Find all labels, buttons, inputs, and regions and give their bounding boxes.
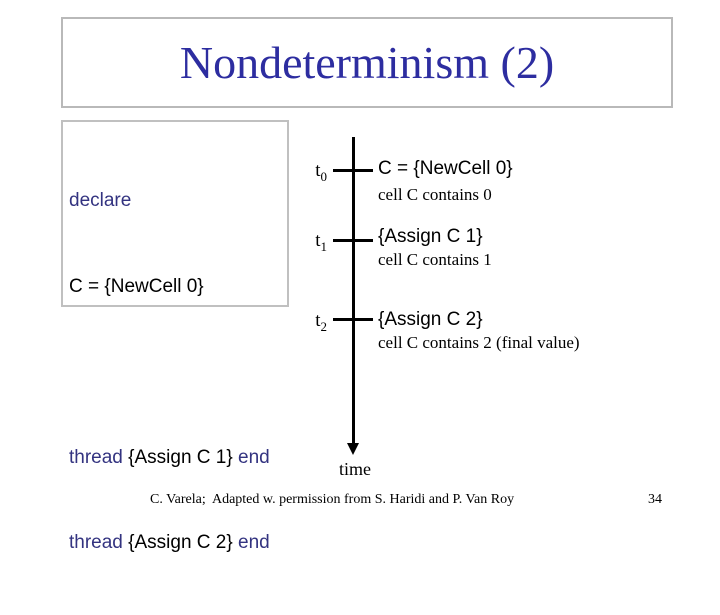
- timeline-tick-t1: [333, 239, 373, 242]
- code-box: declare C = {NewCell 0} thread {Assign C…: [61, 120, 289, 553]
- t1-base: t: [315, 230, 321, 251]
- event-t0-note: cell C contains 0: [378, 185, 492, 204]
- event-t2-note: cell C contains 2 (final value): [378, 333, 580, 352]
- event-t2-code: {Assign C 2}: [378, 309, 483, 330]
- timeline-axis-line: [352, 137, 355, 445]
- event-t1-note: cell C contains 1: [378, 250, 492, 269]
- code-blank-line: [69, 358, 287, 387]
- code-line-thread-1: thread {Assign C 1} end: [69, 444, 287, 473]
- slide: Nondeterminism (2) declare C = {NewCell …: [61, 17, 673, 553]
- timeline-axis-label: time: [339, 459, 371, 479]
- t0-base: t: [315, 160, 321, 181]
- t0-subscript: 0: [320, 168, 328, 184]
- timeline-arrowhead-icon: [347, 443, 359, 455]
- code-line-thread-2: thread {Assign C 2} end: [69, 529, 287, 558]
- keyword-thread: thread: [69, 532, 123, 553]
- page-title: Nondeterminism (2): [179, 37, 555, 88]
- event-t1-code: {Assign C 1}: [378, 226, 483, 247]
- keyword-end: end: [238, 532, 270, 553]
- t2-subscript: 2: [320, 318, 328, 334]
- footer-credit: C. Varela; Adapted w. permission from S.…: [150, 492, 515, 507]
- code-line-declare: declare: [69, 187, 287, 216]
- t2-base: t: [315, 310, 321, 331]
- timeline-label-t0: t0: [299, 160, 327, 185]
- keyword-thread: thread: [69, 446, 123, 468]
- t1-subscript: 1: [320, 238, 328, 254]
- thread-2-body: {Assign C 2}: [122, 532, 238, 553]
- keyword-end: end: [238, 446, 270, 468]
- thread-1-body: {Assign C 1}: [122, 446, 238, 468]
- title-box: Nondeterminism (2): [61, 17, 673, 108]
- event-t0-code: C = {NewCell 0}: [378, 158, 513, 179]
- keyword-declare: declare: [69, 190, 132, 211]
- timeline-label-t2: t2: [299, 310, 327, 335]
- code-line-newcell: C = {NewCell 0}: [69, 275, 204, 297]
- timeline-label-t1: t1: [299, 230, 327, 255]
- timeline-tick-t2: [333, 318, 373, 321]
- page-number: 34: [648, 492, 662, 507]
- timeline-tick-t0: [333, 169, 373, 172]
